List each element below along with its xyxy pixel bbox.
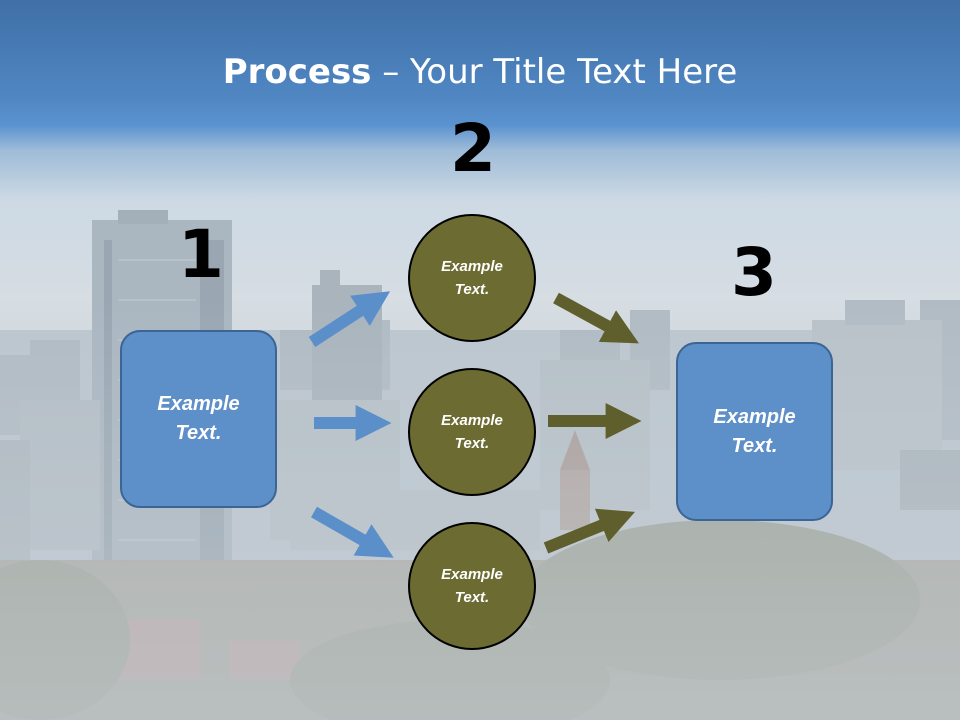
arrow-2a-to-3 <box>553 292 639 344</box>
step-2-circle-middle: Example Text. <box>408 368 536 496</box>
arrow-2c-to-3 <box>543 508 636 554</box>
step-number-2: 2 <box>450 110 496 187</box>
step-2-circle-bottom-text: Example Text. <box>441 566 503 606</box>
slide-title: Process – Your Title Text Here <box>0 52 960 92</box>
step-1-box: Example Text. <box>120 330 277 508</box>
arrow-1-to-2c <box>311 506 394 558</box>
step-1-text: Example Text. <box>157 393 240 444</box>
step-2-circle-top: Example Text. <box>408 214 536 342</box>
step-number-1: 1 <box>178 216 224 293</box>
title-rest: – Your Title Text Here <box>371 52 738 92</box>
step-2-circle-top-text: Example Text. <box>441 258 503 298</box>
arrow-1-to-2a <box>308 291 391 348</box>
step-3-box: Example Text. <box>676 342 833 521</box>
step-2-circle-middle-text: Example Text. <box>441 412 503 452</box>
step-3-text: Example Text. <box>713 405 796 457</box>
title-bold: Process <box>222 52 372 92</box>
step-number-3: 3 <box>731 234 777 311</box>
step-2-circle-bottom: Example Text. <box>408 522 536 650</box>
